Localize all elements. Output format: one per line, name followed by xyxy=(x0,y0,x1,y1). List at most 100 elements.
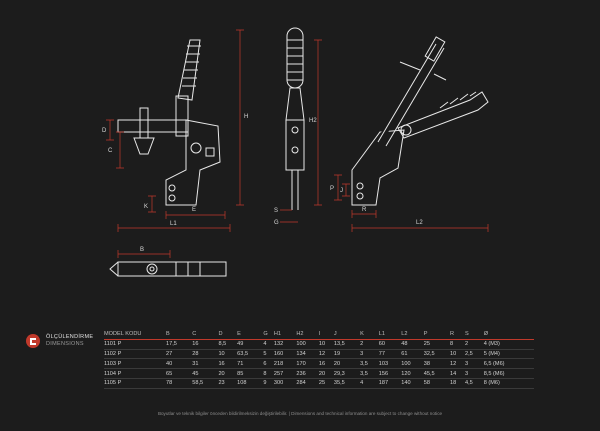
label-C: C xyxy=(108,148,113,154)
label-E: E xyxy=(192,207,196,213)
table-cell: 120 xyxy=(401,368,424,379)
table-header-cell: P xyxy=(423,330,450,340)
table-cell: 6 xyxy=(263,358,274,370)
table-cell: 140 xyxy=(401,378,424,389)
table-header-cell: C xyxy=(192,330,219,340)
table-cell: 1105 P xyxy=(104,378,166,389)
side-spindle-tip xyxy=(133,137,155,155)
label-L1: L1 xyxy=(170,221,177,227)
brand-block: ÖLÇÜLENDİRME DIMENSIONS xyxy=(26,334,93,348)
footnote: Boyutlar ve teknik bilgiler önceden bild… xyxy=(157,411,443,416)
table-cell: 2 xyxy=(360,339,379,350)
side-base xyxy=(165,119,221,206)
table-header-cell: L1 xyxy=(378,330,402,340)
table-cell: 12 xyxy=(449,358,465,370)
label-P: P xyxy=(330,186,334,192)
table-cell: 4 (M3) xyxy=(483,339,534,350)
technical-drawing: H D C K E L1 H2 S G P J R L2 B xyxy=(102,27,489,277)
table-cell: 4 xyxy=(360,378,379,389)
table-header-cell: I xyxy=(318,330,334,340)
table-cell: 3,5 xyxy=(360,368,379,379)
table-cell: 58 xyxy=(423,378,450,389)
dimension-lines xyxy=(106,29,489,258)
table-cell: 29,3 xyxy=(333,368,361,379)
table-cell: 85 xyxy=(237,368,264,379)
table-cell: 65 xyxy=(166,368,193,379)
table-cell: 25 xyxy=(318,378,334,389)
table-cell: 1101 P xyxy=(104,339,166,350)
table-cell: 132 xyxy=(273,339,297,350)
table-cell: 35,5 xyxy=(333,378,361,389)
brand-title: ÖLÇÜLENDİRME xyxy=(46,334,94,340)
table-cell: 10 xyxy=(218,349,238,360)
table-cell: 103 xyxy=(378,358,402,370)
table-header-cell: K xyxy=(360,330,379,340)
table-cell: 134 xyxy=(296,349,319,360)
label-G: G xyxy=(274,220,279,226)
label-L2: L2 xyxy=(416,220,423,226)
table-cell: 20 xyxy=(318,368,334,379)
dimension-labels: H D C K E L1 H2 S G P J R L2 B xyxy=(102,114,423,253)
table-cell: 5 xyxy=(263,349,274,360)
table-cell: 8 xyxy=(449,339,465,350)
table-cell: 3,5 xyxy=(360,358,379,370)
table-cell: 71 xyxy=(237,358,264,370)
table-cell: 156 xyxy=(378,368,402,379)
label-R: R xyxy=(362,207,367,213)
table-cell: 1104 P xyxy=(104,368,166,379)
table-header-cell: D xyxy=(218,330,238,340)
table-cell: 27 xyxy=(166,349,193,360)
right-handle xyxy=(397,91,489,139)
table-cell: 187 xyxy=(378,378,402,389)
table-cell: 10 xyxy=(318,339,334,350)
table-cell: 25 xyxy=(423,339,450,350)
table-cell: 160 xyxy=(273,349,297,360)
clamp-side-view xyxy=(117,39,221,206)
table-cell: 63,5 xyxy=(237,349,264,360)
table-cell: 100 xyxy=(401,358,424,370)
label-H2: H2 xyxy=(309,118,317,124)
table-cell: 32,5 xyxy=(423,349,450,360)
table-cell: 5 (M4) xyxy=(483,349,534,360)
top-body xyxy=(117,261,227,277)
table-cell: 17,5 xyxy=(166,339,193,350)
table-cell: 284 xyxy=(296,378,319,389)
side-spindle xyxy=(139,107,149,139)
brand-logo-icon xyxy=(26,334,40,348)
table-header-cell: H2 xyxy=(296,330,319,340)
table-header-cell: S xyxy=(464,330,484,340)
table-cell: 20 xyxy=(218,368,238,379)
table-cell: 48 xyxy=(401,339,424,350)
table-cell: 100 xyxy=(296,339,319,350)
table-header-cell: E xyxy=(237,330,264,340)
table-cell: 61 xyxy=(401,349,424,360)
table-cell: 2,5 xyxy=(464,349,484,360)
brand-subtitle: DIMENSIONS xyxy=(46,341,84,347)
table-cell: 257 xyxy=(273,368,297,379)
label-S: S xyxy=(274,208,278,214)
label-B: B xyxy=(140,247,144,253)
table-cell: 12 xyxy=(318,349,334,360)
table-cell: 3 xyxy=(464,358,484,370)
table-cell: 23 xyxy=(218,378,238,389)
front-handle xyxy=(286,27,304,89)
table-header-cell: MODEL KODU xyxy=(104,330,166,340)
table-cell: 16 xyxy=(192,339,219,350)
label-J: J xyxy=(340,188,343,194)
table-cell: 19 xyxy=(333,349,361,360)
table-cell: 28 xyxy=(192,349,219,360)
table-cell: 45,5 xyxy=(423,368,450,379)
table-cell: 8,5 (M6) xyxy=(483,368,534,379)
table-header-cell: J xyxy=(333,330,361,340)
table-cell: 4 xyxy=(263,339,274,350)
table-cell: 58,5 xyxy=(192,378,219,389)
table-cell: 2 xyxy=(464,339,484,350)
table-cell: 8 xyxy=(263,368,274,379)
label-D: D xyxy=(102,128,107,134)
table-cell: 77 xyxy=(378,349,402,360)
